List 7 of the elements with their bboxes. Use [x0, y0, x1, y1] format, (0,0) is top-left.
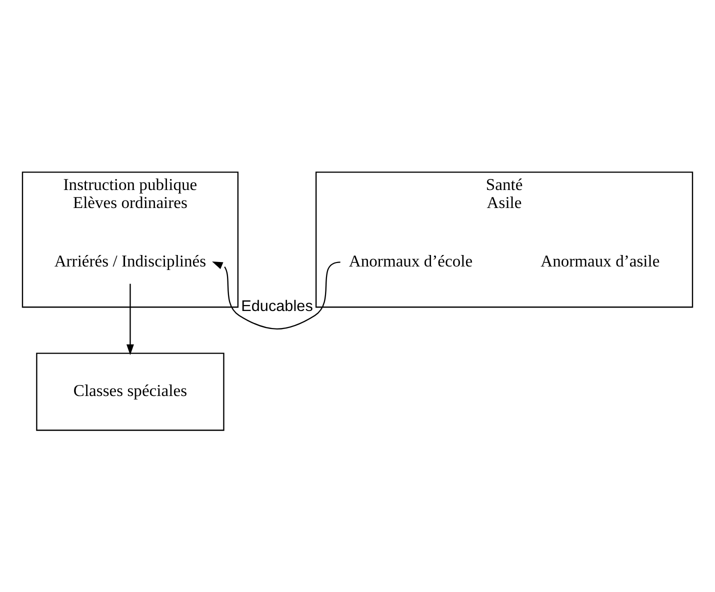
node-text: Anormaux d’asile: [540, 251, 660, 270]
arrow: [126, 283, 134, 355]
edge-label: Educables: [241, 298, 313, 315]
node-box: Classes spéciales: [36, 352, 224, 430]
arrow: [212, 260, 340, 329]
node-text: Arriérés / Indisciplinés: [54, 251, 206, 270]
node-text: Anormaux d’école: [348, 251, 473, 270]
